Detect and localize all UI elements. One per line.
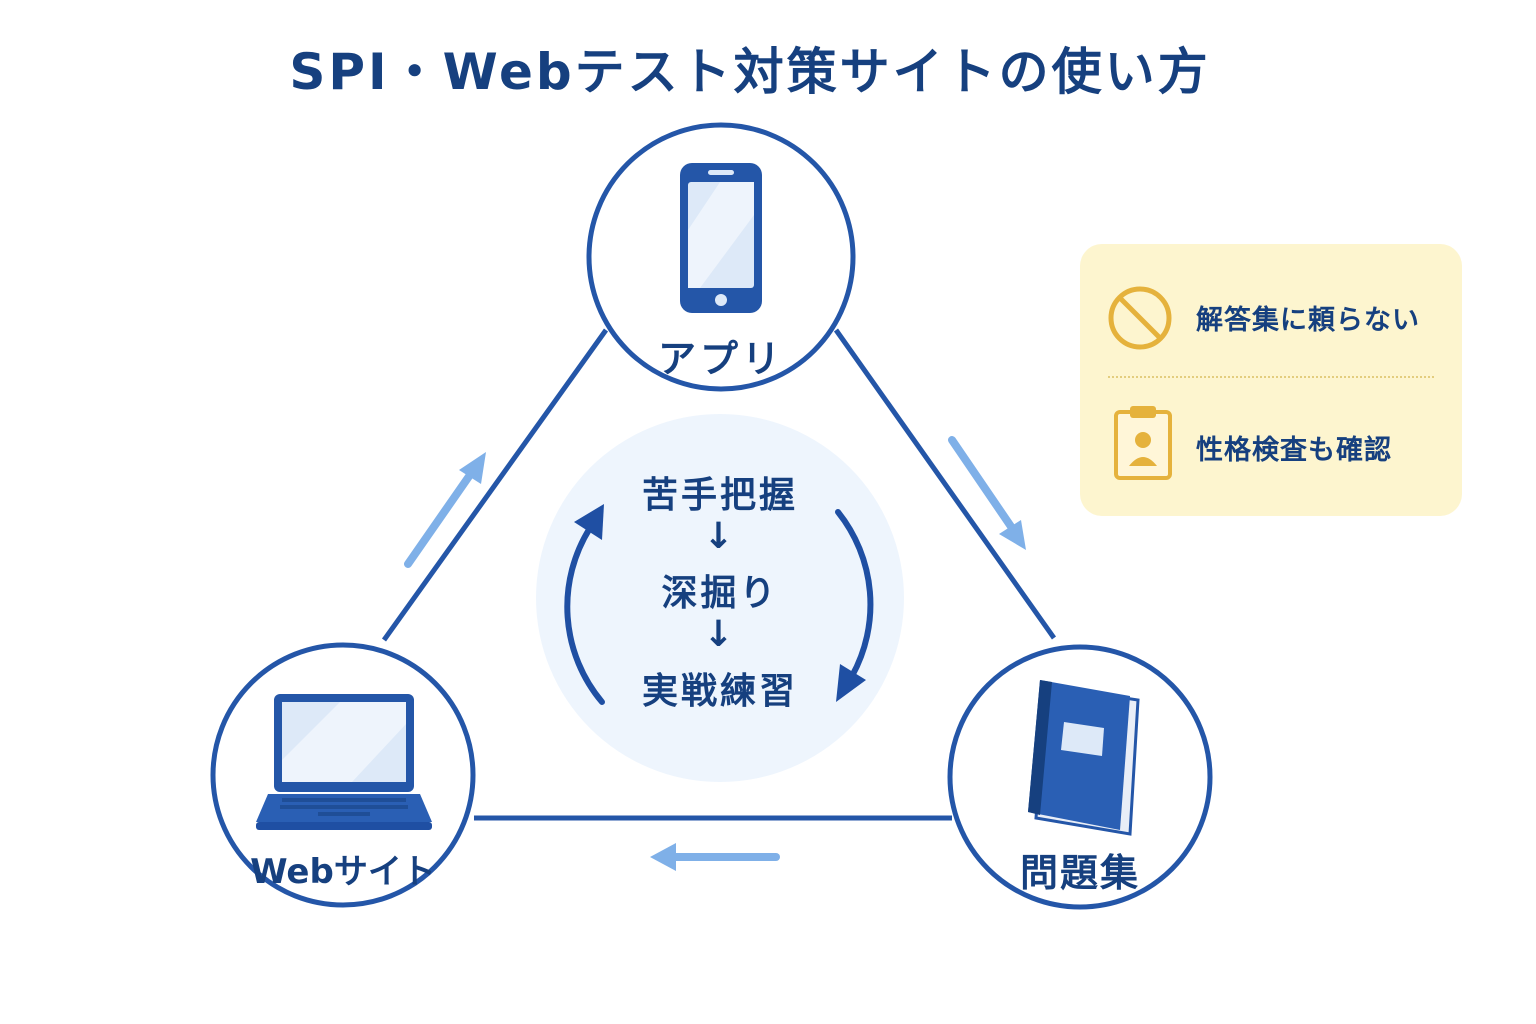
smartphone-icon (680, 163, 762, 313)
cycle-step-arrow-1: ↓ (703, 516, 737, 557)
node-label-app: アプリ (657, 337, 784, 381)
flow-arrow-website-to-app (404, 452, 486, 568)
cycle-step-arrow-2: ↓ (703, 614, 737, 655)
clipboard-person-icon (1114, 406, 1172, 480)
page-title: SPI・Webテスト対策サイトの使い方 (289, 43, 1211, 101)
book-icon (1028, 680, 1140, 836)
center-cycle-disk (536, 414, 904, 782)
cycle-step-deep-dive: 深掘り (661, 573, 779, 614)
prohibited-icon (1108, 286, 1172, 350)
cycle-step-practice: 実戦練習 (641, 671, 798, 712)
note-text-no-answer-keys: 解答集に頼らない (1196, 305, 1420, 336)
edge-app-website (381, 328, 609, 642)
flow-arrow-app-to-workbook (948, 436, 1026, 550)
node-label-workbook: 問題集 (1019, 851, 1140, 895)
notes-divider (1108, 376, 1434, 378)
edge-app-workbook (833, 328, 1057, 640)
notes-panel: 解答集に頼らない 性格検査も確認 (1080, 244, 1462, 516)
cycle-arrow-left (564, 504, 605, 705)
laptop-icon (256, 694, 432, 830)
cycle-arrow-right (835, 509, 874, 702)
note-text-check-personality-test: 性格検査も確認 (1196, 435, 1392, 466)
cycle-step-identify-weakness: 苦手把握 (641, 475, 798, 516)
flow-arrow-workbook-to-website (650, 843, 780, 871)
node-label-website: Webサイト (250, 852, 436, 892)
